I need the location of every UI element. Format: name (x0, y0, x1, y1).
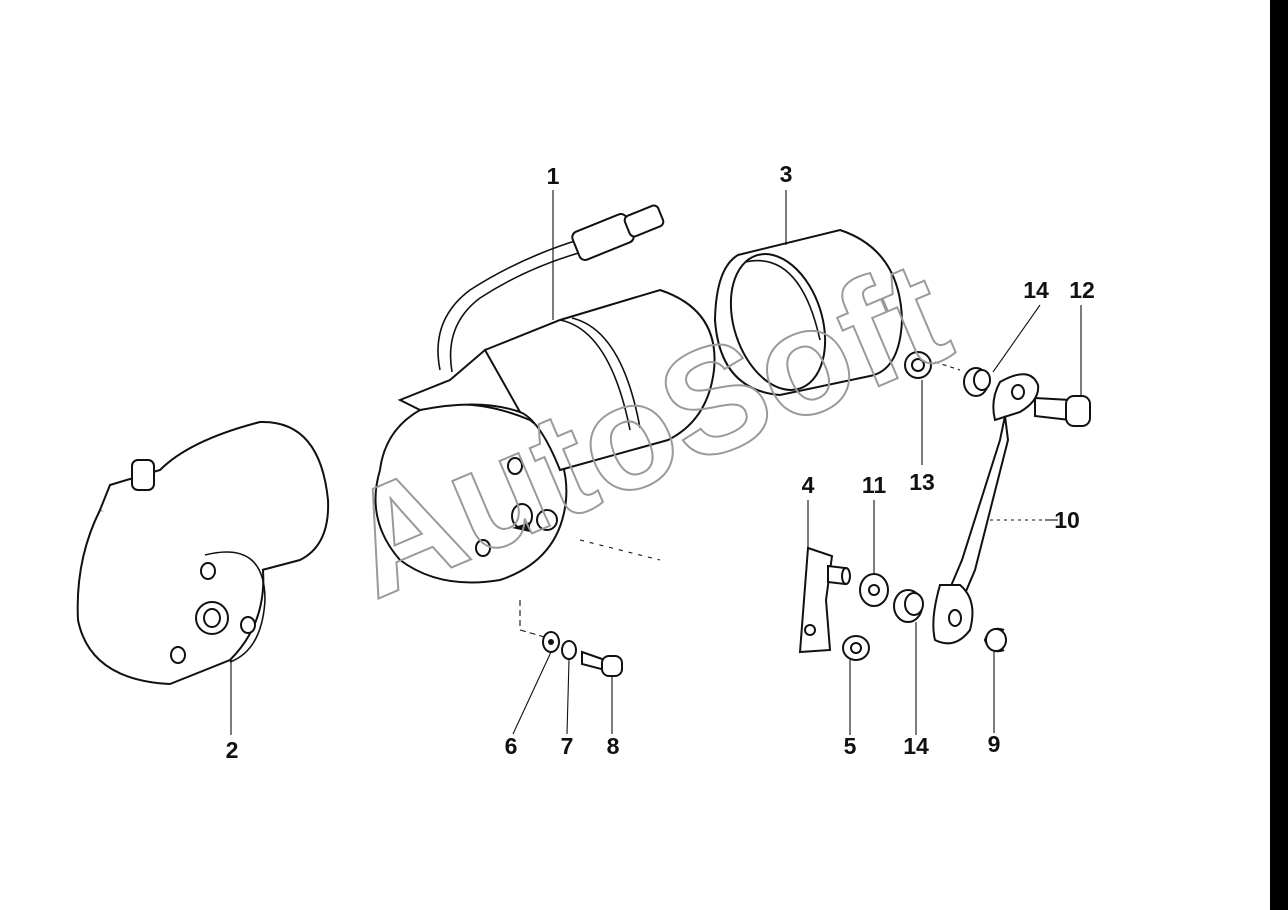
callout-8: 8 (607, 733, 620, 759)
right-edge-bar (1270, 0, 1288, 910)
part-11-washer (859, 573, 889, 607)
part-10-linkage-rod (932, 373, 1045, 645)
leader-lines (230, 190, 1082, 735)
callout-9: 9 (988, 731, 1001, 757)
callout-13: 13 (909, 469, 935, 495)
part-13-nut (904, 351, 961, 379)
callout-3: 3 (780, 161, 793, 187)
part-1-motor (374, 204, 716, 639)
callout-5: 5 (844, 733, 857, 759)
part-6-washer (542, 631, 560, 653)
callout-4: 4 (802, 472, 815, 498)
callout-labels: 1 2 3 4 5 6 7 8 9 10 11 12 13 14 14 (226, 161, 1095, 763)
part-2-end-cap (76, 420, 330, 686)
part-3-cover (713, 228, 904, 397)
callout-1: 1 (547, 163, 560, 189)
part-7-lock-washer (561, 640, 577, 660)
callout-7: 7 (561, 733, 574, 759)
part-4-bracket (798, 546, 851, 654)
part-9-clip (983, 627, 1007, 653)
callout-14-lower: 14 (903, 733, 929, 759)
part-14-bushing-lower (893, 589, 924, 623)
part-14-bushing-upper (963, 367, 991, 397)
callout-11: 11 (862, 472, 887, 498)
callout-12: 12 (1069, 277, 1095, 303)
part-5-nut (842, 635, 870, 661)
callout-10: 10 (1054, 507, 1080, 533)
part-8-screw (581, 650, 623, 677)
part-12-bolt (1034, 395, 1091, 427)
callout-14-upper: 14 (1023, 277, 1049, 303)
callout-6: 6 (505, 733, 518, 759)
callout-2: 2 (226, 737, 239, 763)
